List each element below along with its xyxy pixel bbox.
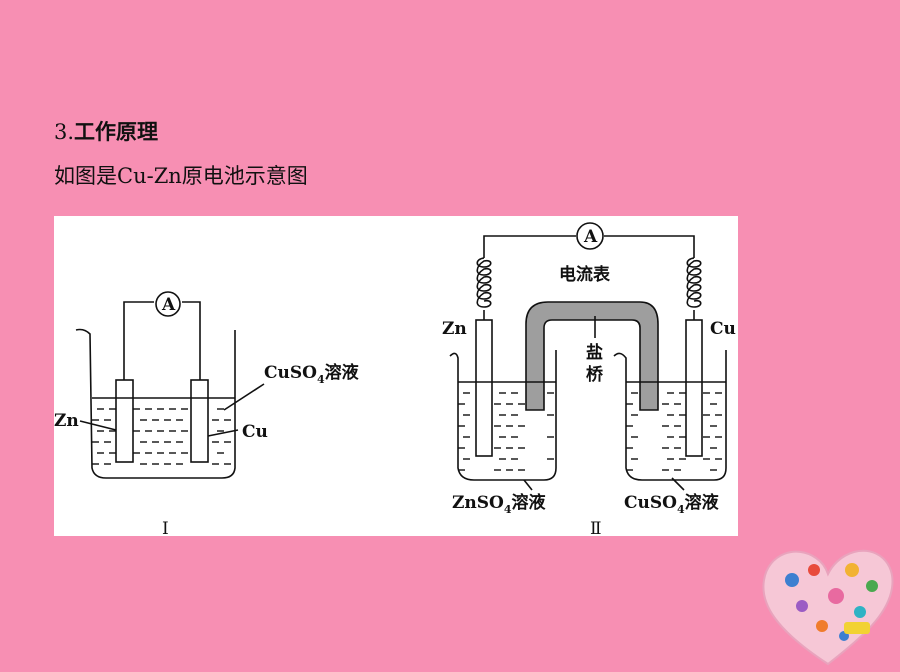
diagram-1 <box>75 291 265 479</box>
ammeter-2 <box>576 222 604 250</box>
cu-electrode-1 <box>190 379 209 463</box>
section-subtitle: 如图是Cu-Zn原电池示意图 <box>54 164 308 188</box>
zn-electrode-1 <box>115 379 134 463</box>
pointer-right-solution <box>671 477 685 491</box>
left-solution-label: ZnSO4溶液 <box>452 492 546 516</box>
coil-right <box>686 257 702 308</box>
solution-label-1: CuSO4溶液 <box>264 362 359 386</box>
ammeter-1-label: A <box>161 295 176 315</box>
solution-2-left <box>458 381 556 471</box>
right-solution-sub: 4 <box>677 503 685 516</box>
solution-label-1-main: CuSO <box>264 363 317 383</box>
section-number: 3. <box>54 120 75 144</box>
beaker-2-left <box>449 350 557 481</box>
wire-1-left <box>123 301 154 380</box>
roman-label-1: Ⅰ <box>162 519 169 536</box>
decorative-heart-icon <box>762 549 894 666</box>
salt-bridge <box>525 301 659 411</box>
solution-2-right <box>626 381 726 471</box>
right-solution-label: CuSO4溶液 <box>624 492 719 516</box>
left-solution-sub: 4 <box>504 503 512 516</box>
wire-2-right <box>604 235 695 258</box>
left-solution-main: ZnSO <box>452 493 504 513</box>
galvanic-cell-diagram: A Zn Cu CuSO4溶液 Ⅰ A 电流表 Zn Cu 盐 桥 ZnSO4溶… <box>54 222 736 536</box>
bridge-label-2: 桥 <box>586 365 604 385</box>
right-solution-tail: 溶液 <box>685 492 719 513</box>
cu-electrode-2 <box>685 319 703 457</box>
section-heading: 工作原理 <box>74 119 159 144</box>
roman-label-2: Ⅱ <box>590 519 602 536</box>
diagram-panel: A Zn Cu CuSO4溶液 Ⅰ A 电流表 Zn Cu 盐 桥 ZnSO4溶… <box>54 216 738 536</box>
beaker-1 <box>75 328 236 479</box>
zn-label-2: Zn <box>442 319 467 339</box>
cu-label-2: Cu <box>710 319 736 339</box>
wire-2-left <box>483 235 576 258</box>
pointer-solution-1 <box>223 383 265 411</box>
section-title: 3.工作原理 <box>54 116 158 146</box>
ammeter-1 <box>155 291 181 317</box>
coil-left <box>476 257 492 308</box>
left-solution-tail: 溶液 <box>512 492 546 513</box>
beaker-2-right <box>613 350 727 481</box>
solution-label-1-sub: 4 <box>317 373 325 386</box>
diagram-2 <box>449 222 727 491</box>
bridge-label-1: 盐 <box>586 342 603 363</box>
pointer-cu-1 <box>207 429 239 437</box>
right-solution-main: CuSO <box>624 493 677 513</box>
ammeter-2-label: A <box>583 227 598 247</box>
zn-label-1: Zn <box>54 411 79 431</box>
solution-label-1-tail: 溶液 <box>325 362 359 383</box>
pointer-left-solution <box>523 479 533 491</box>
zn-electrode-2 <box>475 319 493 457</box>
ammeter-2-caption: 电流表 <box>559 264 611 285</box>
pointer-zn-1 <box>79 420 117 431</box>
solution-1 <box>92 397 235 465</box>
cu-label-1: Cu <box>242 422 268 442</box>
wire-1-right <box>182 301 201 380</box>
